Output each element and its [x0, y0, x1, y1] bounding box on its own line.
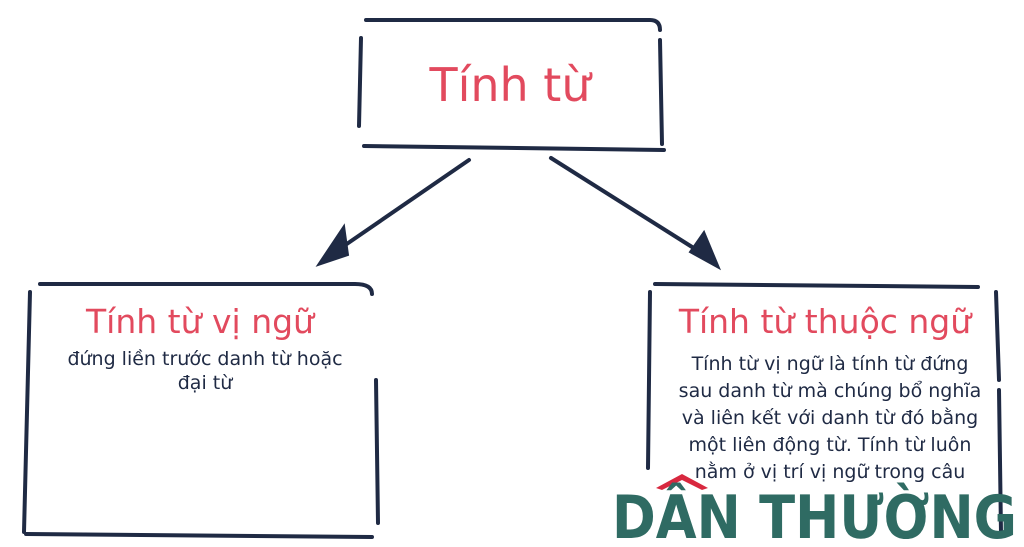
arrow-to-right — [549, 156, 722, 271]
left-box-frame — [22, 282, 380, 539]
right-box-description: Tính từ vị ngữ là tính từ đứng sau danh … — [678, 353, 982, 483]
root-title: Tính từ — [429, 58, 591, 112]
right-box-frame — [646, 282, 1003, 535]
left-box-description: đứng liền trước danh từ hoặc đại từ — [67, 348, 343, 394]
right-box-title: Tính từ thuộc ngữ — [678, 302, 972, 341]
left-box-title: Tính từ vị ngữ — [86, 302, 314, 341]
arrow-to-left — [315, 158, 471, 267]
svg-text:DÂN THƯỜNG: DÂN THƯỜNG — [612, 482, 1017, 542]
root-box-frame — [357, 18, 666, 152]
dan-thuong-logo: DÂN THƯỜNG — [612, 474, 1017, 542]
